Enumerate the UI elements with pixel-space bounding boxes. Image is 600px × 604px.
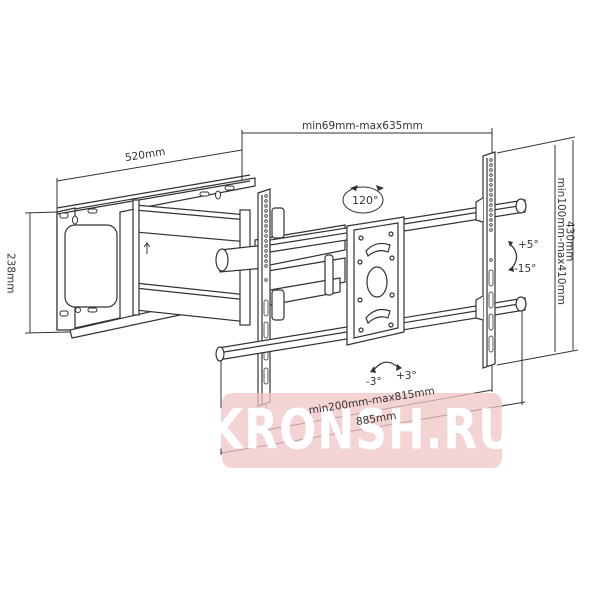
label-level-minus: -3° — [366, 376, 382, 388]
wall-plate-slots — [59, 185, 235, 317]
wall-plate — [56, 174, 256, 339]
level-arrows-icon — [370, 364, 402, 373]
label-extension: min69mm-max635mm — [302, 120, 423, 132]
dimension-vertical-lines — [496, 136, 579, 366]
articulating-arms — [132, 199, 346, 326]
label-tilt-down: -15° — [514, 263, 537, 275]
watermark-text: KRONSH.RU — [208, 398, 516, 463]
watermark-background — [222, 393, 502, 468]
label-swivel-angle: 120° — [352, 194, 379, 207]
swivel-arrows-icon — [350, 185, 384, 191]
swivel-120-icon — [342, 186, 384, 214]
label-wall-plate-height: 238mm — [4, 253, 17, 294]
dimension-238mm-line — [24, 211, 71, 334]
label-tilt-up: +5° — [518, 239, 539, 251]
up-arrow-icon — [143, 242, 151, 254]
right-bracket-holes — [488, 158, 494, 353]
label-vertical-outer: 430mm — [563, 221, 576, 262]
dimension-extension-line — [242, 128, 493, 155]
tilt-arc-icon — [509, 243, 518, 269]
tilt-arrows-icon — [508, 241, 514, 272]
swivel-plate — [346, 216, 405, 346]
level-arc-icon — [372, 361, 400, 372]
label-level-plus: +3° — [396, 370, 417, 382]
